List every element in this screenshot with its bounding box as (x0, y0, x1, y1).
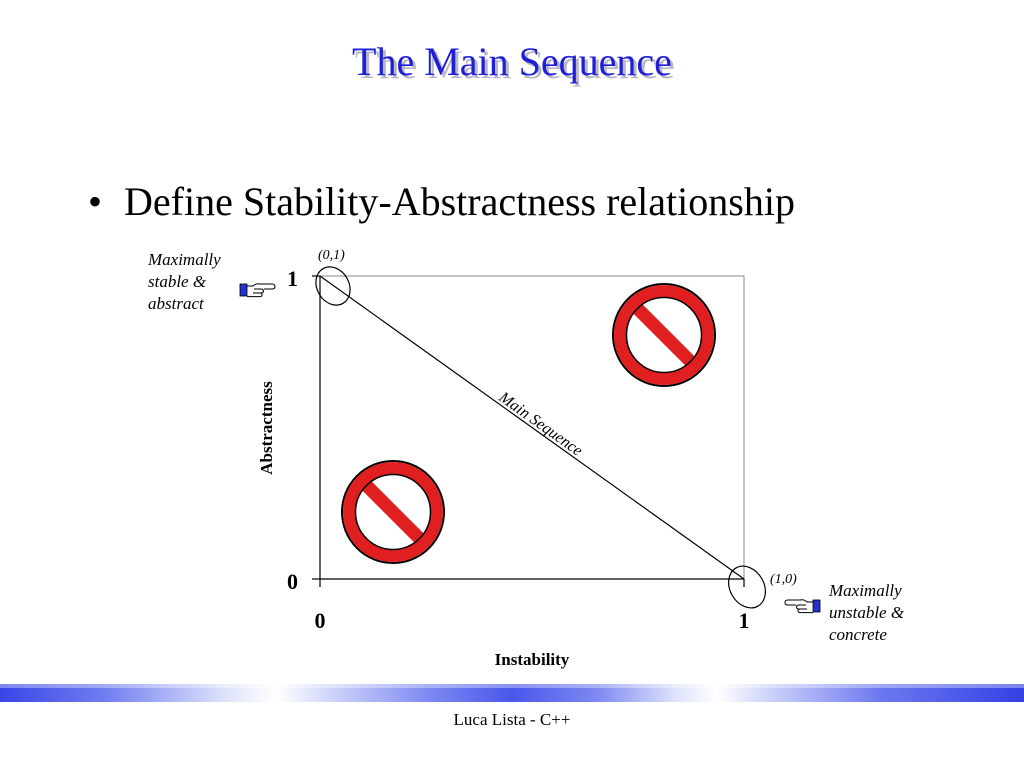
note-line: stable & (148, 272, 207, 292)
point-bottom-circle (728, 565, 766, 609)
pointing-hand-icon (239, 283, 276, 298)
main-sequence-label: Main Sequence (495, 388, 586, 459)
note-unstable-concrete: Maximally unstable & concrete (829, 580, 904, 646)
slide-title: The Main Sequence (352, 39, 672, 84)
bullet-item: • Define Stability-Abstractness relations… (88, 182, 795, 222)
main-sequence-line (319, 275, 745, 580)
note-line: Maximally (148, 250, 221, 269)
point-bottom-label: (1,0) (770, 572, 797, 587)
note-line: abstract (148, 294, 204, 314)
note-line: concrete (829, 625, 887, 645)
bullet-dot: • (88, 179, 103, 224)
x-tick-label-right: 1 (739, 608, 750, 633)
no-entry-icon (612, 283, 716, 387)
y-axis-title: Abstractness (257, 381, 276, 475)
point-top-label: (0,1) (318, 248, 345, 263)
note-line: Maximally (829, 581, 902, 600)
footer-text: Luca Lista - C++ (453, 710, 571, 729)
no-entry-icon (341, 460, 445, 564)
note-stable-abstract: Maximally stable & abstract (148, 249, 221, 315)
bullet-text: Define Stability-Abstractness relationsh… (124, 179, 795, 224)
x-tick-label-left: 0 (315, 608, 326, 633)
footer-gradient-band (0, 684, 1024, 702)
pointing-hand-icon (784, 599, 821, 614)
y-tick-label-bottom: 0 (287, 569, 298, 594)
note-line: unstable & (829, 603, 905, 623)
x-axis-title: Instability (495, 650, 570, 669)
point-top-circle (315, 266, 351, 306)
y-tick-label-top: 1 (287, 266, 298, 291)
